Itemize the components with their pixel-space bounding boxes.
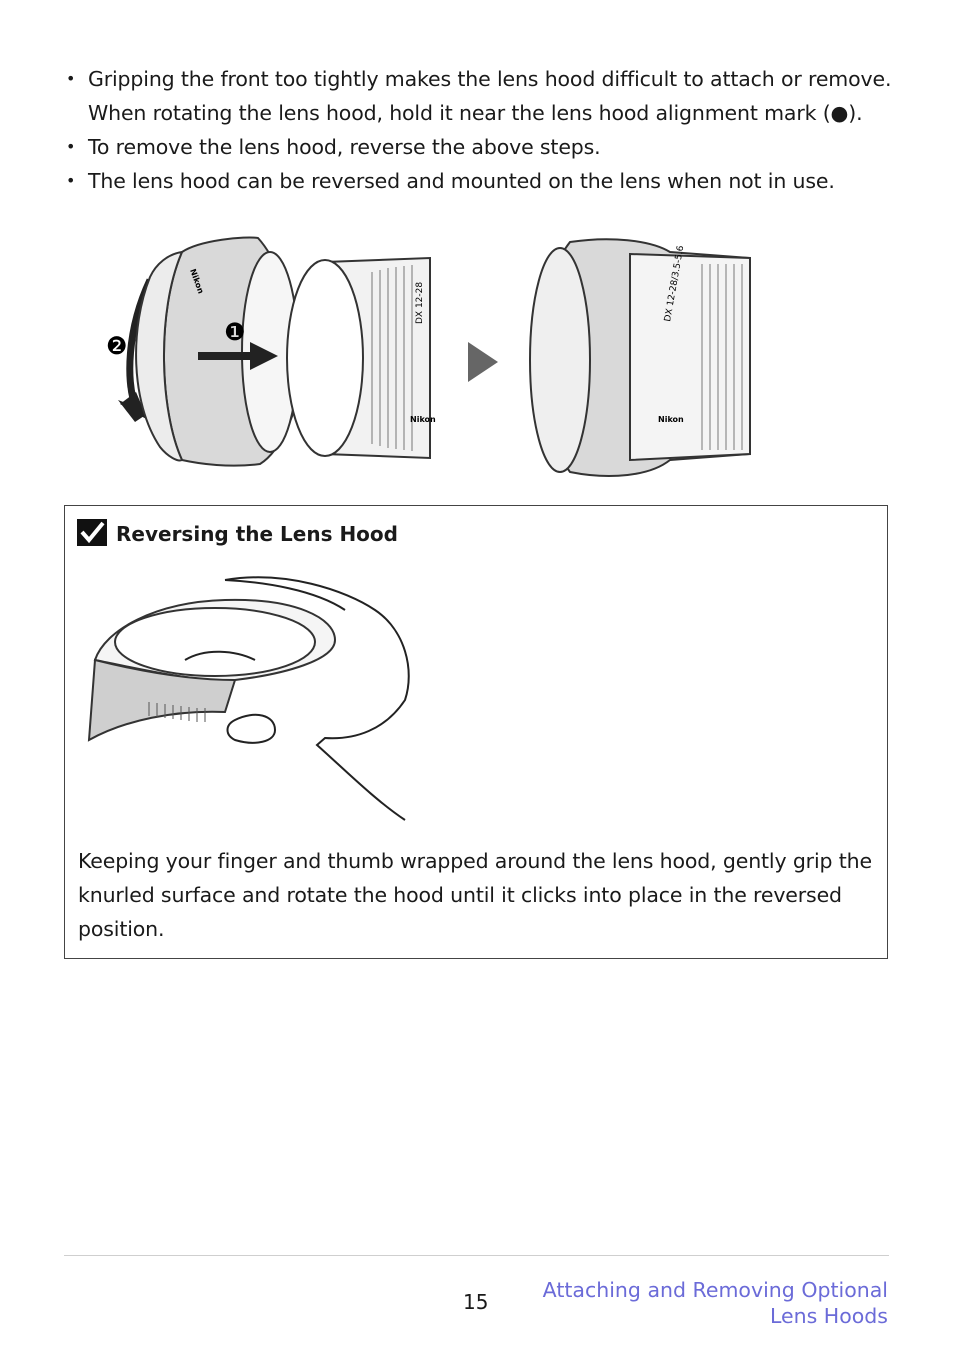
- bullet-item: Gripping the front too tightly makes the…: [66, 62, 896, 130]
- svg-text:Nikon: Nikon: [658, 415, 684, 424]
- bullet-item: To remove the lens hood, reverse the abo…: [66, 130, 896, 164]
- lens-with-hood-right: DX 12-28/3.5-5.6 Nikon: [529, 238, 751, 477]
- step-2-marker: ❷: [106, 332, 128, 360]
- reversing-hood-illustration: [87, 576, 410, 821]
- svg-text:DX 12-28: DX 12-28: [415, 282, 425, 324]
- check-note-icon: [77, 519, 107, 546]
- bullet-list: Gripping the front too tightly makes the…: [66, 62, 896, 198]
- note-body: Keeping your finger and thumb wrapped ar…: [78, 849, 872, 941]
- lens-hood-left: Nikon: [135, 236, 304, 467]
- svg-text:Nikon: Nikon: [410, 415, 436, 424]
- lens-left: DX 12-28 Nikon: [286, 256, 436, 460]
- lens-hood-attach-illustration: ❷ Nikon ❶ DX 12-28 Nikon DX 12-28/3.5-5: [106, 236, 751, 477]
- note-title: Reversing the Lens Hood: [116, 522, 398, 546]
- bullet-item: The lens hood can be reversed and mounte…: [66, 164, 896, 198]
- page-number: 15: [463, 1290, 489, 1314]
- section-title-link[interactable]: Attaching and Removing Optional Lens Hoo…: [542, 1278, 888, 1328]
- footer-divider: [64, 1255, 889, 1256]
- next-step-arrow-icon: [468, 342, 498, 382]
- push-arrow-icon: [198, 342, 278, 370]
- note-box: Reversing the Lens Hood Keeping your fin…: [64, 505, 888, 959]
- step-1-marker: ❶: [224, 318, 246, 346]
